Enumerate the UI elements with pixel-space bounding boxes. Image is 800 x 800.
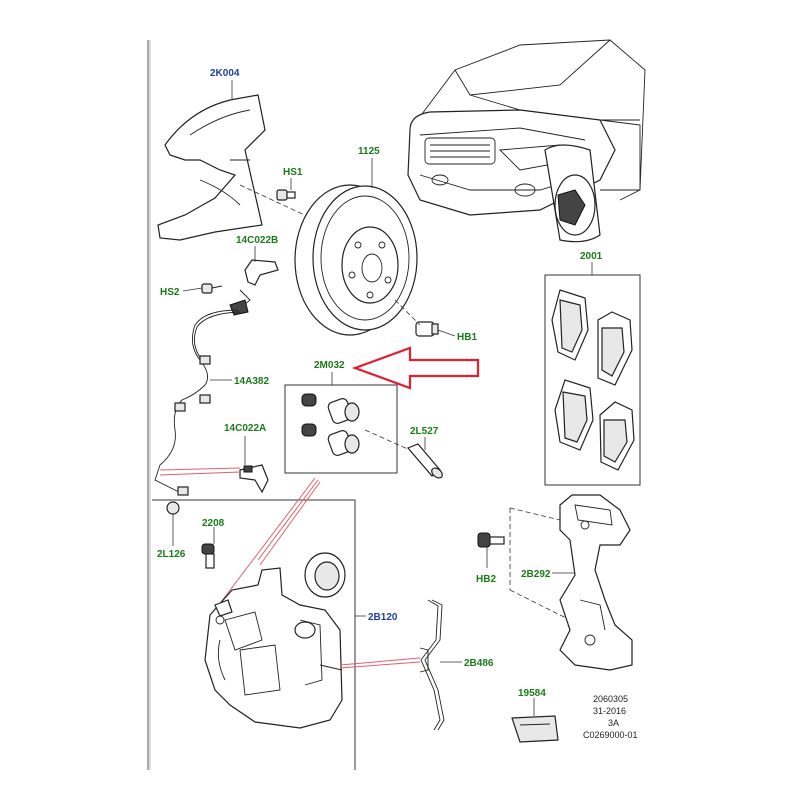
label-wear-indicator: 19584 xyxy=(518,688,546,699)
label-spring: 2B486 xyxy=(464,658,494,669)
label-sensor: 14A382 xyxy=(234,376,269,387)
wear-indicator xyxy=(511,715,559,743)
label-bolt-hb2: HB2 xyxy=(476,574,496,585)
reference-line-4: C0269000-01 xyxy=(583,730,638,740)
brake-pads xyxy=(551,289,635,471)
label-screw-hs2: HS2 xyxy=(160,287,180,298)
reference-line-1: 2060305 xyxy=(593,694,628,704)
vehicle-illustration xyxy=(407,39,646,243)
bolt-hb2 xyxy=(477,532,505,548)
kit-box xyxy=(284,384,398,474)
label-bracket-a: 14C022A xyxy=(224,423,266,434)
guide-bushing-kit xyxy=(301,393,360,456)
caliper-region-frame xyxy=(152,499,356,770)
piston-seal xyxy=(304,552,346,598)
caliper-carrier xyxy=(559,494,633,671)
label-pads: 2001 xyxy=(580,251,603,262)
dust-shield xyxy=(157,94,266,241)
label-bolt-hb1: HB1 xyxy=(457,332,477,343)
label-brake-disc: 1125 xyxy=(358,146,380,157)
label-pin: 2L527 xyxy=(410,426,439,437)
abs-sensor-cable xyxy=(154,309,241,496)
bracket-14c022a xyxy=(239,464,269,494)
reference-line-2: 31-2016 xyxy=(593,706,626,716)
label-bracket-b: 14C022B xyxy=(236,235,278,246)
bleed-cap xyxy=(166,501,180,515)
bolt-hs1 xyxy=(276,189,296,201)
brake-disc xyxy=(294,184,418,336)
guide-pin xyxy=(406,443,443,479)
bracket-14c022b xyxy=(229,259,279,316)
label-bolt-hs1: HS1 xyxy=(283,167,303,178)
reference-line-3: 3A xyxy=(608,718,619,728)
highlight-arrow xyxy=(351,346,480,390)
label-carrier: 2B292 xyxy=(521,569,551,580)
pads-box xyxy=(544,274,641,486)
screw-hs2 xyxy=(201,283,223,294)
bolt-hb1 xyxy=(415,321,439,337)
brake-caliper xyxy=(204,567,343,729)
label-dust-shield: 2K004 xyxy=(210,68,240,79)
spring-clip xyxy=(419,599,445,731)
label-kit: 2M032 xyxy=(314,360,345,371)
label-caliper: 2B120 xyxy=(368,612,398,623)
label-cap: 2L126 xyxy=(157,549,186,560)
bleed-screw xyxy=(201,543,215,569)
label-bleed: 2208 xyxy=(202,518,225,529)
